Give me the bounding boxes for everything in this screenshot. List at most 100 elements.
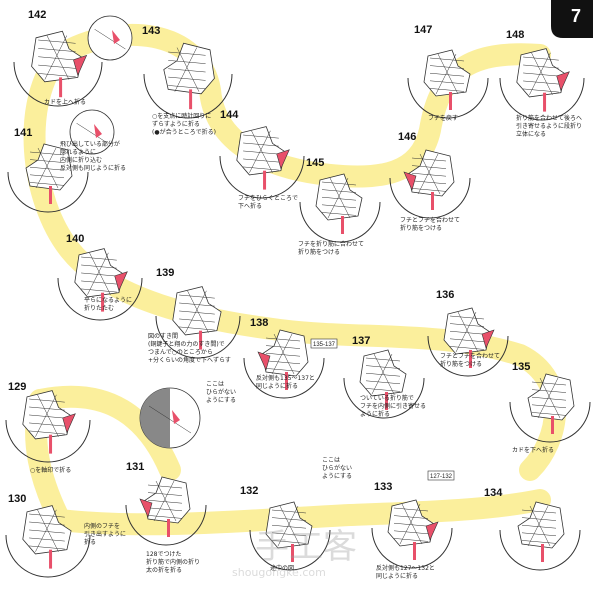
frame-arc: [427, 335, 509, 377]
crease-line: [411, 180, 447, 185]
step-caption-line: カドを下へ折る: [512, 446, 554, 454]
crease-line: [327, 177, 349, 219]
crease-line: [521, 540, 557, 544]
watermark: 手工客 shougongke.com: [232, 527, 357, 579]
crease-line: [265, 360, 301, 365]
model-outline: [315, 173, 363, 221]
step-number: 136: [436, 289, 454, 301]
step-number: 144: [220, 109, 239, 121]
frame-arc: [299, 201, 381, 243]
crease-line: [179, 318, 215, 323]
crease-line: [44, 35, 68, 80]
crease-line: [35, 147, 57, 189]
pink-flap: [139, 498, 153, 518]
detail-circle: [69, 109, 115, 155]
crease-line: [531, 404, 567, 409]
crease-line: [411, 157, 447, 162]
crease-line: [147, 507, 183, 512]
step-caption-line: 内側のフチを: [84, 522, 120, 530]
frame-arc: [5, 534, 91, 578]
crease-line: [529, 52, 551, 95]
note-line: ようにする: [322, 473, 352, 480]
page-badge: [551, 0, 593, 38]
crease-line: [37, 509, 59, 552]
step-caption-line: 反対側も同じように折る: [60, 164, 126, 172]
note-line: ここは: [322, 457, 340, 464]
crease-line: [271, 524, 307, 529]
crease-line: [81, 256, 117, 261]
step-number: 145: [306, 157, 324, 169]
pink-flap: [556, 71, 570, 92]
model-outline: [22, 505, 72, 555]
model-outline: [527, 373, 575, 421]
crease-line: [399, 503, 421, 545]
crease-line: [279, 505, 301, 547]
pink-flap: [481, 329, 495, 349]
step-caption-line: 反対側も135〜137と: [256, 374, 315, 382]
crease-line: [365, 357, 401, 362]
crease-line: [179, 294, 215, 299]
frame-arc: [499, 529, 581, 571]
step-caption-line: 折り筋を合わせて後ろへ: [516, 114, 582, 122]
crease-line: [176, 47, 200, 92]
crease-line: [243, 150, 279, 155]
step-caption-line: ように折る: [360, 410, 390, 418]
step-caption-line: 立体になる: [516, 130, 546, 138]
crease-line: [29, 182, 65, 186]
crease-line: [393, 538, 429, 542]
crease-line: [277, 505, 299, 547]
pink-stripe: [469, 350, 472, 368]
crease-line: [265, 337, 301, 342]
step-number: 132: [240, 485, 258, 497]
step-caption-line: 内側に折り込む: [60, 156, 102, 164]
step-caption-line: 折り筋で内側の折り: [146, 558, 200, 566]
pink-flap: [62, 413, 76, 434]
crease-line: [38, 48, 76, 52]
crease-line: [365, 365, 401, 369]
crease-line: [273, 333, 295, 375]
crease-line: [329, 177, 351, 219]
step-number: 130: [8, 493, 26, 505]
crease-line: [271, 509, 307, 514]
reference-label: 127-132: [430, 474, 453, 480]
frame-arc: [371, 527, 453, 569]
model-outline: [359, 349, 407, 397]
crease-line: [35, 509, 57, 552]
crease-line: [529, 505, 551, 547]
crease-line: [393, 530, 429, 535]
crease-line: [523, 64, 559, 69]
step-caption-line: 折る: [84, 538, 96, 546]
crease-line: [37, 394, 59, 437]
step-caption-line: 太の折を折る: [146, 566, 182, 574]
crease-line: [29, 166, 65, 171]
crease-line: [94, 28, 126, 50]
pink-flap: [112, 30, 120, 44]
crease-line: [147, 515, 183, 519]
step-caption-line: (●が合うところで折る): [152, 128, 216, 136]
crease-line: [243, 142, 279, 147]
crease-line: [539, 377, 561, 419]
step-number: 147: [414, 24, 432, 36]
crease-line: [393, 507, 429, 512]
frame-arc: [509, 401, 591, 443]
crease-line: [265, 345, 301, 349]
step-number: 131: [126, 461, 144, 473]
pink-stripe: [199, 330, 203, 350]
crease-line: [179, 310, 215, 315]
crease-line: [179, 302, 215, 307]
crease-line: [251, 130, 273, 173]
crease-line: [29, 513, 65, 518]
step-caption-line: 飛び出している部分が: [60, 140, 120, 148]
step-caption-line: つまんで○のところから: [148, 349, 213, 356]
watermark-cn: 手工客: [255, 527, 357, 567]
step-caption-line: フチを戻す: [428, 114, 458, 122]
crease-line: [449, 330, 485, 335]
pink-flap: [73, 54, 88, 77]
step-caption-line: フチをひらくところで: [238, 195, 298, 202]
step-number: 142: [28, 9, 46, 21]
crease-line: [147, 484, 183, 489]
crease-line: [81, 264, 117, 269]
